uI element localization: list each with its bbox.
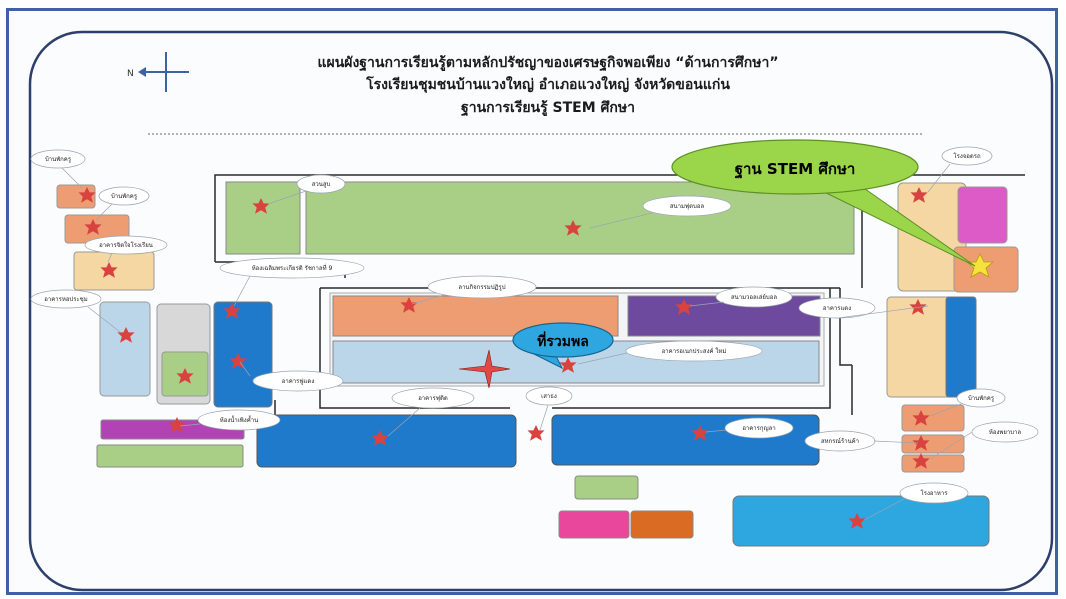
map-title-line1: แผนผังฐานการเรียนรู้ตามหลักปรัชญาของเศรษ… bbox=[317, 54, 778, 72]
teacher-house-3-block bbox=[901, 404, 965, 432]
bottom-green-block bbox=[574, 475, 639, 500]
label-meeting-hall: อาคารหอประชุม bbox=[44, 296, 87, 303]
stem-callout: ฐาน STEM ศึกษา bbox=[671, 139, 976, 267]
assembly-callout-text: ที่รวมพล bbox=[537, 331, 589, 350]
label-school-spirit: อาคารจิตใจโรงเรียน bbox=[99, 241, 153, 249]
label-teacher-house-2: บ้านพักครู bbox=[111, 193, 138, 200]
garden-field bbox=[225, 181, 301, 255]
north-compass: N bbox=[127, 52, 189, 92]
label-canteen: โรงอาหาร bbox=[921, 489, 949, 497]
football-field-area bbox=[305, 181, 855, 255]
label-texts: บ้านพักครู บ้านพักครู อาคารจิตใจโรงเรียน… bbox=[44, 152, 1021, 497]
red-building-blue-wing bbox=[945, 296, 977, 398]
royal-room-building bbox=[213, 301, 273, 408]
label-multi-purpose: อาคารอเนกประสงค์ ใหม่ bbox=[662, 347, 727, 355]
label-football-field: สนามฟุตบอล bbox=[670, 203, 705, 210]
label-garden: สวนสูบ bbox=[312, 181, 331, 188]
label-main-building: อาคารฟุติด bbox=[418, 395, 448, 402]
label-bubbles bbox=[30, 146, 1039, 504]
school-spirit-building bbox=[73, 251, 155, 291]
north-label: N bbox=[127, 69, 134, 79]
label-teacher-house-1: บ้านพักครู bbox=[45, 156, 72, 163]
label-clinic: ห้องพยาบาล bbox=[989, 429, 1022, 436]
stem-callout-text: ฐาน STEM ศึกษา bbox=[735, 160, 856, 179]
label-shop: สหกรณ์ร้านค้า bbox=[821, 437, 859, 445]
shop-block bbox=[901, 434, 965, 454]
label-volleyball-court: สนามวอลเล่ย์บอล bbox=[731, 293, 777, 301]
map-title-line3: ฐานการเรียนรู้ STEM ศึกษา bbox=[461, 99, 635, 117]
main-building-block bbox=[256, 414, 517, 468]
clinic-block bbox=[901, 454, 965, 473]
bottom-pink-block bbox=[558, 510, 630, 539]
bottom-orange-block bbox=[630, 510, 694, 539]
green-strip bbox=[96, 444, 244, 468]
label-front-building: อาคารกุญลา bbox=[742, 425, 775, 432]
label-flagpole: เสาธง bbox=[541, 393, 557, 400]
meeting-hall-building bbox=[99, 301, 151, 397]
map-title-line2: โรงเรียนชุมชนบ้านแวงใหญ่ อำเภอแวงใหญ่ จั… bbox=[365, 75, 730, 93]
label-pointers bbox=[61, 163, 973, 521]
label-workshop: โรงจอดรถ bbox=[953, 152, 981, 160]
label-water-room: ห้องน้ำเพิงค้ำน bbox=[220, 414, 258, 424]
label-activity-yard: ลานกิจกรรมปฏิรูป bbox=[458, 284, 505, 291]
label-royal-room: ห้องเฉลิมพระเกียรติ รัชกาลที่ 9 bbox=[252, 264, 333, 272]
assembly-callout: ที่รวมพล bbox=[512, 322, 614, 370]
pink-building bbox=[957, 186, 1008, 244]
assembly-marker bbox=[458, 349, 511, 389]
label-blue-building: อาคารฟูแดง bbox=[282, 378, 315, 385]
label-teacher-house-3: บ้านพักครู bbox=[968, 395, 995, 402]
label-red-building: อาคารแดง bbox=[823, 305, 851, 312]
